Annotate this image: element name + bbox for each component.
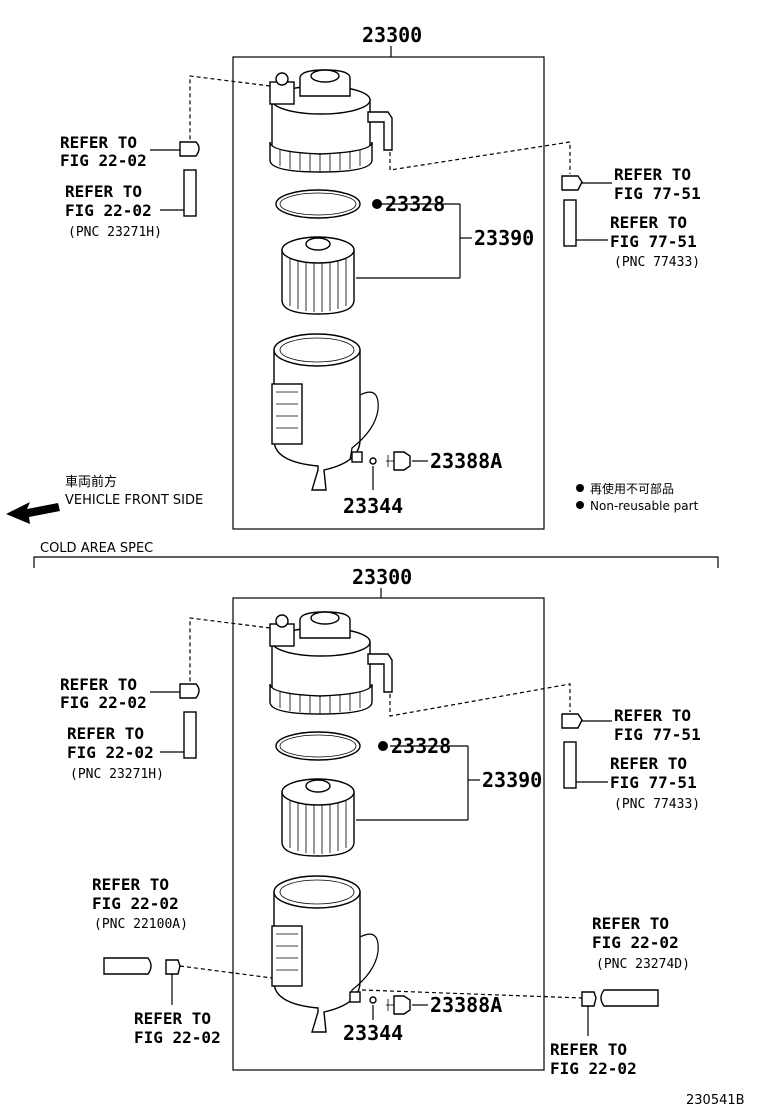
- top-assembly-frame: [232, 56, 545, 530]
- top-ref-3-line1[interactable]: REFER TO: [614, 165, 691, 184]
- bottom-lower-left-clamp[interactable]: [165, 959, 181, 975]
- top-right-hose[interactable]: [563, 199, 577, 247]
- bottom-filter-bowl[interactable]: [271, 875, 379, 1033]
- bottom-ref-7-line2[interactable]: FIG 22-02: [592, 933, 679, 952]
- bottom-part-gasket[interactable]: 23344: [343, 1021, 403, 1045]
- legend-jp: 再使用不可部品: [590, 481, 674, 496]
- bottom-ref-6-line1[interactable]: REFER TO: [134, 1009, 211, 1028]
- bottom-assembly-frame: [232, 597, 545, 1071]
- bottom-ref-1-line2[interactable]: FIG 22-02: [60, 693, 147, 712]
- bottom-ref-8-line2[interactable]: FIG 22-02: [550, 1059, 637, 1078]
- bottom-ref-7-pnc[interactable]: (PNC 23274D): [596, 957, 690, 972]
- bottom-ref-8-line1[interactable]: REFER TO: [550, 1040, 627, 1059]
- top-gasket[interactable]: [369, 457, 377, 465]
- bottom-ref-4-line2[interactable]: FIG 77-51: [610, 773, 697, 792]
- bottom-part-element[interactable]: 23390: [482, 768, 542, 792]
- bottom-ref-7-line1[interactable]: REFER TO: [592, 914, 669, 933]
- bottom-right-hose[interactable]: [563, 741, 577, 789]
- vehicle-front-en: VEHICLE FRONT SIDE: [65, 493, 203, 508]
- top-ref-1-line2[interactable]: FIG 22-02: [60, 151, 147, 170]
- top-filter-element[interactable]: [281, 236, 355, 315]
- bottom-left-hose[interactable]: [183, 711, 197, 759]
- bottom-filter-head[interactable]: [269, 611, 393, 715]
- bottom-ref-4-line1[interactable]: REFER TO: [610, 754, 687, 773]
- bottom-ref-6-line2[interactable]: FIG 22-02: [134, 1028, 221, 1047]
- top-ref-4-line2[interactable]: FIG 77-51: [610, 232, 697, 251]
- legend-dot-icon-2: [576, 501, 584, 509]
- bottom-ref-3-line1[interactable]: REFER TO: [614, 706, 691, 725]
- bottom-ref-5-line1[interactable]: REFER TO: [92, 875, 169, 894]
- bottom-lower-right-clamp[interactable]: [581, 991, 597, 1007]
- bottom-o-ring[interactable]: [275, 731, 361, 761]
- bottom-ref-4-pnc[interactable]: (PNC 77433): [614, 797, 700, 812]
- top-diagram: 23300: [6, 23, 701, 530]
- bottom-lower-left-hose[interactable]: [103, 957, 152, 975]
- top-assembly-number[interactable]: 23300: [362, 23, 422, 47]
- bottom-ref-1-line1[interactable]: REFER TO: [60, 675, 137, 694]
- bottom-diagram: 23300: [60, 565, 701, 1078]
- top-part-element[interactable]: 23390: [474, 226, 534, 250]
- legend-en: Non-reusable part: [590, 499, 699, 513]
- bottom-ref-2-pnc[interactable]: (PNC 23271H): [70, 767, 164, 782]
- bottom-filter-element[interactable]: [281, 778, 355, 857]
- top-non-reusable-dot: [372, 199, 382, 209]
- bottom-lower-right-hose[interactable]: [600, 989, 659, 1007]
- bottom-gasket[interactable]: [369, 996, 377, 1004]
- bottom-non-reusable-dot: [378, 741, 388, 751]
- bottom-ref-2-line2[interactable]: FIG 22-02: [67, 743, 154, 762]
- figure-code: 230541B: [686, 1093, 745, 1108]
- vehicle-front-jp: 車両前方: [65, 474, 117, 490]
- section-bracket: [33, 556, 719, 568]
- bottom-ref-2-line1[interactable]: REFER TO: [67, 724, 144, 743]
- top-left-hose[interactable]: [183, 169, 197, 217]
- top-ref-2-pnc[interactable]: (PNC 23271H): [68, 225, 162, 240]
- top-ref-2-line2[interactable]: FIG 22-02: [65, 201, 152, 220]
- bottom-ref-5-line2[interactable]: FIG 22-02: [92, 894, 179, 913]
- top-ref-4-pnc[interactable]: (PNC 77433): [614, 255, 700, 270]
- top-ref-4-line1[interactable]: REFER TO: [610, 213, 687, 232]
- section-label: COLD AREA SPEC: [40, 541, 153, 556]
- top-ref-3-line2[interactable]: FIG 77-51: [614, 184, 701, 203]
- top-filter-bowl[interactable]: [271, 333, 379, 491]
- top-part-plug[interactable]: 23388A: [430, 449, 502, 473]
- bottom-assembly-number[interactable]: 23300: [352, 565, 412, 589]
- legend-dot-icon: [576, 484, 584, 492]
- bottom-drain-plug[interactable]: [386, 995, 411, 1015]
- top-o-ring[interactable]: [275, 189, 361, 219]
- top-ref-1-line1[interactable]: REFER TO: [60, 133, 137, 152]
- top-filter-head[interactable]: [269, 69, 393, 173]
- top-drain-plug[interactable]: [386, 451, 411, 471]
- top-ref-2-line1[interactable]: REFER TO: [65, 182, 142, 201]
- bottom-ref-3-line2[interactable]: FIG 77-51: [614, 725, 701, 744]
- bottom-part-plug[interactable]: 23388A: [430, 993, 502, 1017]
- top-part-gasket[interactable]: 23344: [343, 494, 403, 518]
- vehicle-front-arrow-icon: [6, 502, 60, 524]
- bottom-ref-5-pnc[interactable]: (PNC 22100A): [94, 917, 188, 932]
- top-part-o-ring[interactable]: 23328: [385, 192, 445, 216]
- bottom-part-o-ring[interactable]: 23328: [391, 734, 451, 758]
